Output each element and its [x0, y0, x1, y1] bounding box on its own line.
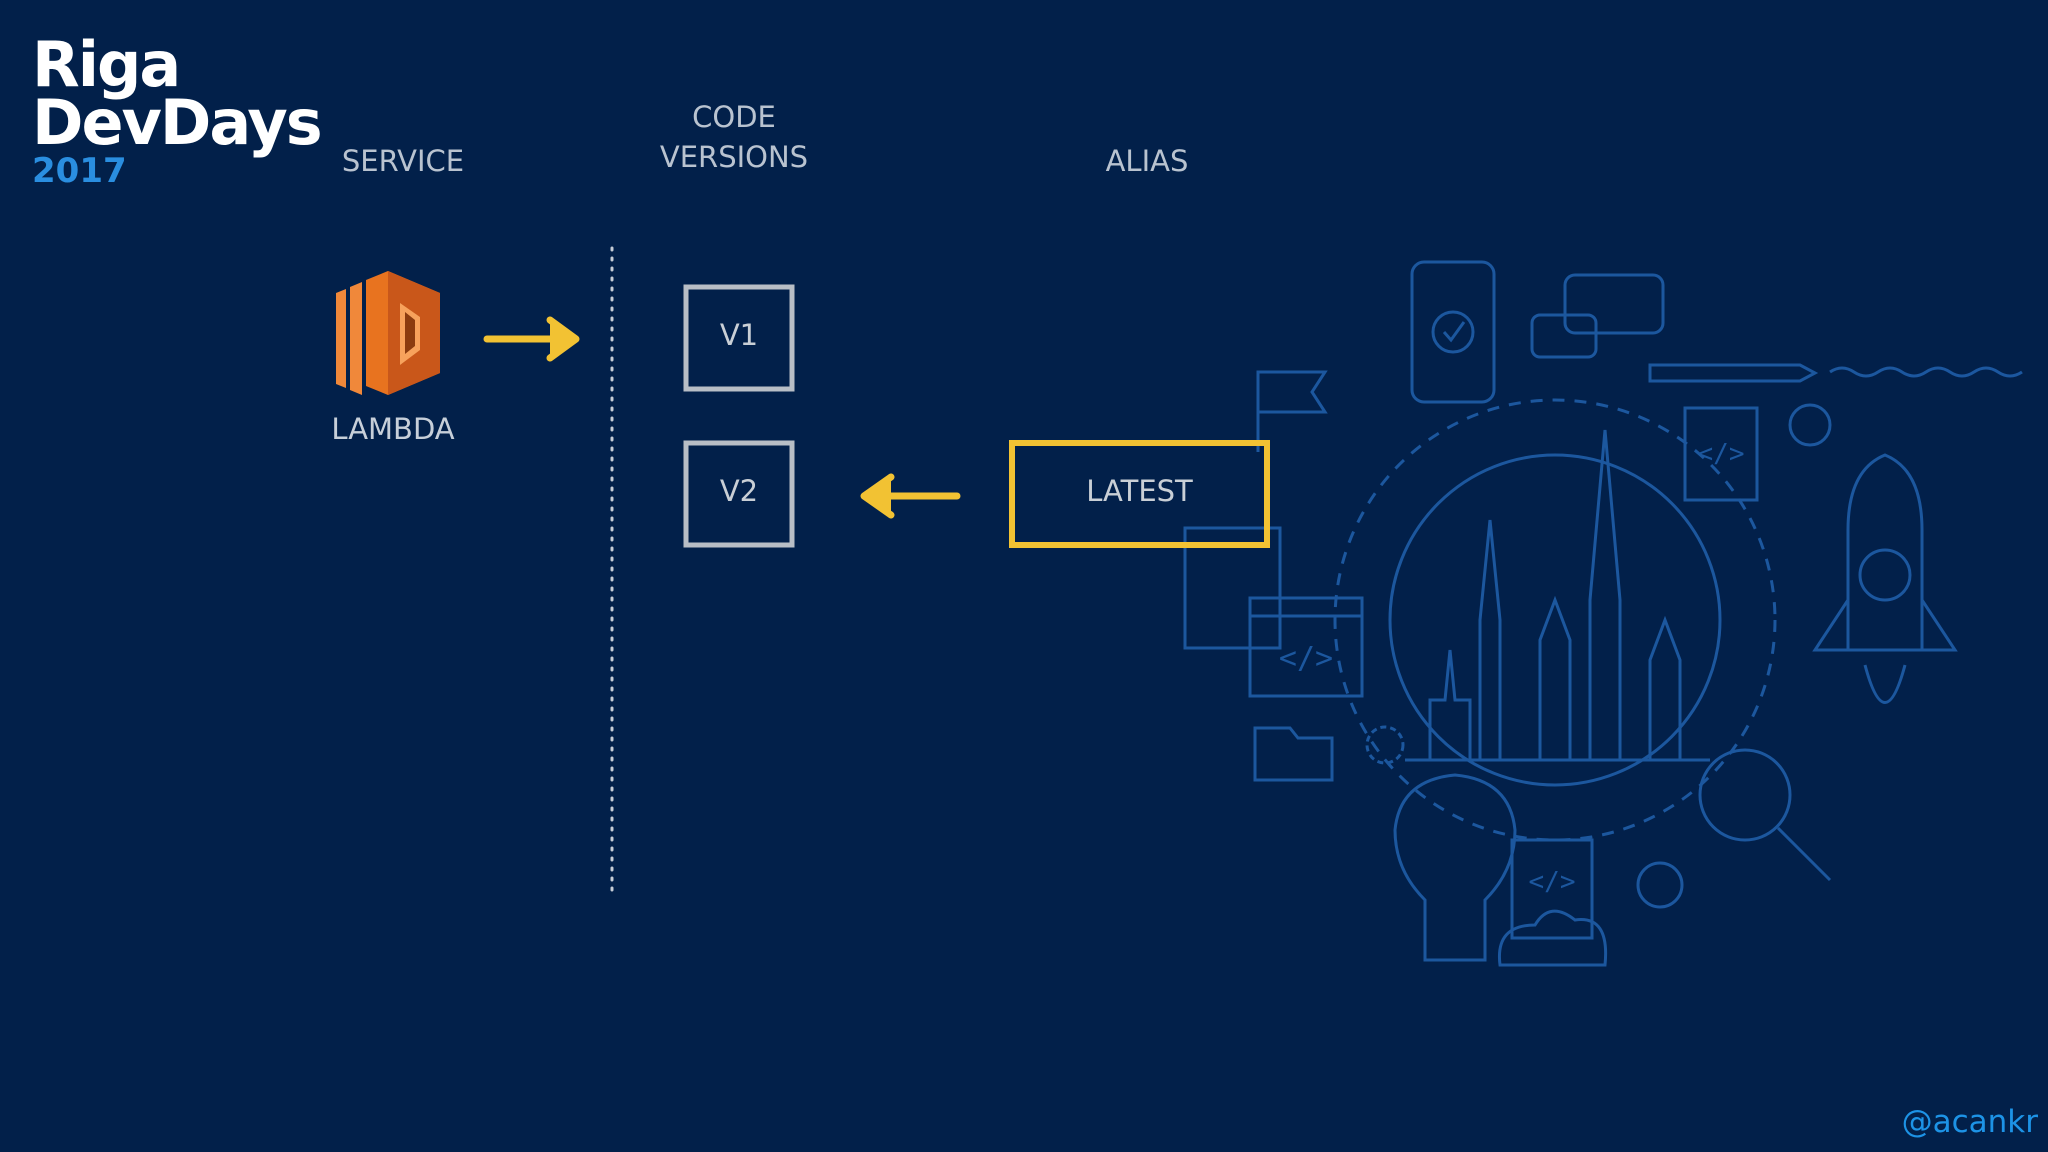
arrow-to-v2 — [860, 473, 961, 519]
illustration-code-glyph: </> — [1698, 439, 1745, 469]
header-code-versions: CODE VERSIONS — [634, 97, 834, 177]
illustration-chat-2 — [1530, 313, 1598, 359]
header-service: SERVICE — [341, 144, 465, 178]
illustration-pencil — [1648, 363, 1819, 383]
version-label-v1: V1 — [719, 318, 759, 352]
illustration-spire-2 — [1588, 429, 1622, 762]
illustration-orbit — [1333, 398, 1777, 842]
aws-lambda-icon — [336, 271, 440, 395]
illustration-cloud — [1497, 909, 1608, 967]
illustration-code-doc — [1683, 406, 1759, 502]
illustration-rocket-flame — [1863, 664, 1907, 704]
illustration-chat-1 — [1563, 273, 1665, 335]
riga-illustration: </> </> </> — [1183, 260, 2023, 967]
illustration-rocket — [1846, 453, 1924, 652]
logo-year: 2017 — [32, 151, 127, 191]
illustration-magnifier-handle — [1776, 826, 1832, 882]
illustration-browser-code: </> — [1279, 641, 1333, 676]
illustration-text-doc — [1183, 526, 1282, 650]
arrow-to-v1 — [483, 316, 580, 362]
illustration-magnifier — [1698, 748, 1792, 842]
illustration-pie — [1788, 403, 1832, 447]
illustration-check-circle — [1636, 861, 1684, 909]
version-box-v1 — [683, 284, 795, 392]
illustration-tower-2 — [1538, 595, 1572, 762]
illustration-check-mark — [1442, 321, 1466, 343]
logo-line-riga: Riga — [32, 28, 181, 101]
illustration-flag — [1256, 370, 1328, 452]
version-box-v2 — [683, 440, 795, 548]
illustration-tower-1 — [1428, 649, 1472, 762]
alias-label: LATEST — [1086, 474, 1193, 508]
header-code-versions-line2: VERSIONS — [659, 140, 809, 174]
illustration-tower-3 — [1648, 615, 1682, 762]
illustration-spire-1 — [1478, 519, 1502, 762]
illustration-lightbulb — [1393, 773, 1517, 962]
logo-line-devdays: DevDays — [32, 86, 323, 159]
illustration-file-code: </> — [1529, 867, 1576, 897]
alias-box — [1009, 440, 1270, 548]
illustration-rocket-window — [1858, 548, 1912, 602]
header-alias: ALIAS — [1105, 144, 1189, 178]
twitter-handle: @acankr — [1901, 1104, 2038, 1140]
version-label-v2: V2 — [719, 474, 759, 508]
illustration-wave — [1829, 366, 2023, 378]
illustration-gear — [1365, 725, 1405, 765]
header-code-versions-line1: CODE — [692, 100, 776, 134]
illustration-phone — [1410, 260, 1496, 404]
service-label: LAMBDA — [331, 412, 455, 446]
illustration-folder — [1253, 726, 1334, 782]
illustration-phone-check — [1431, 310, 1475, 354]
illustration-globe — [1388, 453, 1722, 787]
illustration-rocket-fins — [1812, 599, 1958, 652]
illustration-code-file — [1510, 838, 1594, 940]
event-logo: Riga DevDays 2017 — [32, 28, 323, 191]
